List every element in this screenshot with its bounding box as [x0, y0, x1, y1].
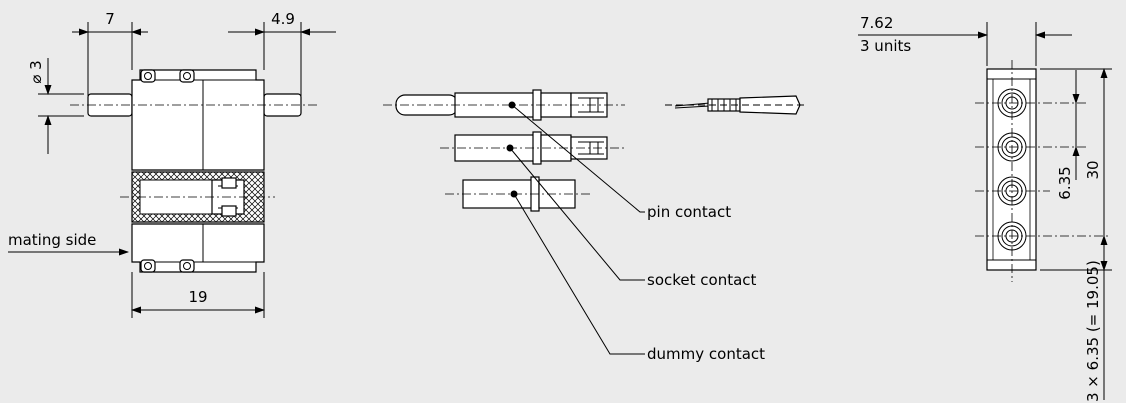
dim-total-spacing-label: 3 × 6.35 (= 19.05) — [1084, 260, 1102, 402]
dim-pin-diameter: ⌀ 3 — [27, 58, 52, 154]
side-view — [38, 22, 320, 318]
socket-contact-label: socket contact — [647, 271, 757, 289]
dim-4-9-label: 4.9 — [271, 10, 295, 28]
dim-pin-protrusion-left: 7 — [72, 10, 148, 36]
front-view — [975, 22, 1112, 282]
dim-7-label: 7 — [105, 10, 115, 28]
dim-19-label: 19 — [188, 288, 207, 306]
cable-part — [665, 95, 808, 115]
dim-housing-height: 30 — [1084, 68, 1108, 271]
dim-units-label: 3 units — [860, 37, 911, 55]
dim-30-label: 30 — [1084, 160, 1102, 179]
socket-contact-part — [440, 131, 625, 165]
dim-6-35-label: 6.35 — [1056, 166, 1074, 199]
dim-pin-protrusion-right: 4.9 — [228, 10, 336, 36]
dim-housing-length: 19 — [131, 288, 265, 314]
mating-side-indicator: mating side — [8, 231, 129, 256]
dim-diameter-label: ⌀ 3 — [27, 60, 45, 83]
dim-contact-spacing: 6.35 — [1056, 70, 1080, 200]
mating-side-label: mating side — [8, 231, 96, 249]
pin-contact-label: pin contact — [647, 203, 731, 221]
dim-pitch-width: 7.62 3 units — [858, 14, 1072, 55]
leaders — [509, 104, 645, 355]
dim-7-62-label: 7.62 — [860, 14, 893, 32]
dim-total-spacing: 3 × 6.35 (= 19.05) — [1084, 235, 1108, 402]
dummy-contact-part — [445, 176, 592, 212]
pin-contact-part — [383, 89, 625, 121]
dummy-contact-label: dummy contact — [647, 345, 765, 363]
